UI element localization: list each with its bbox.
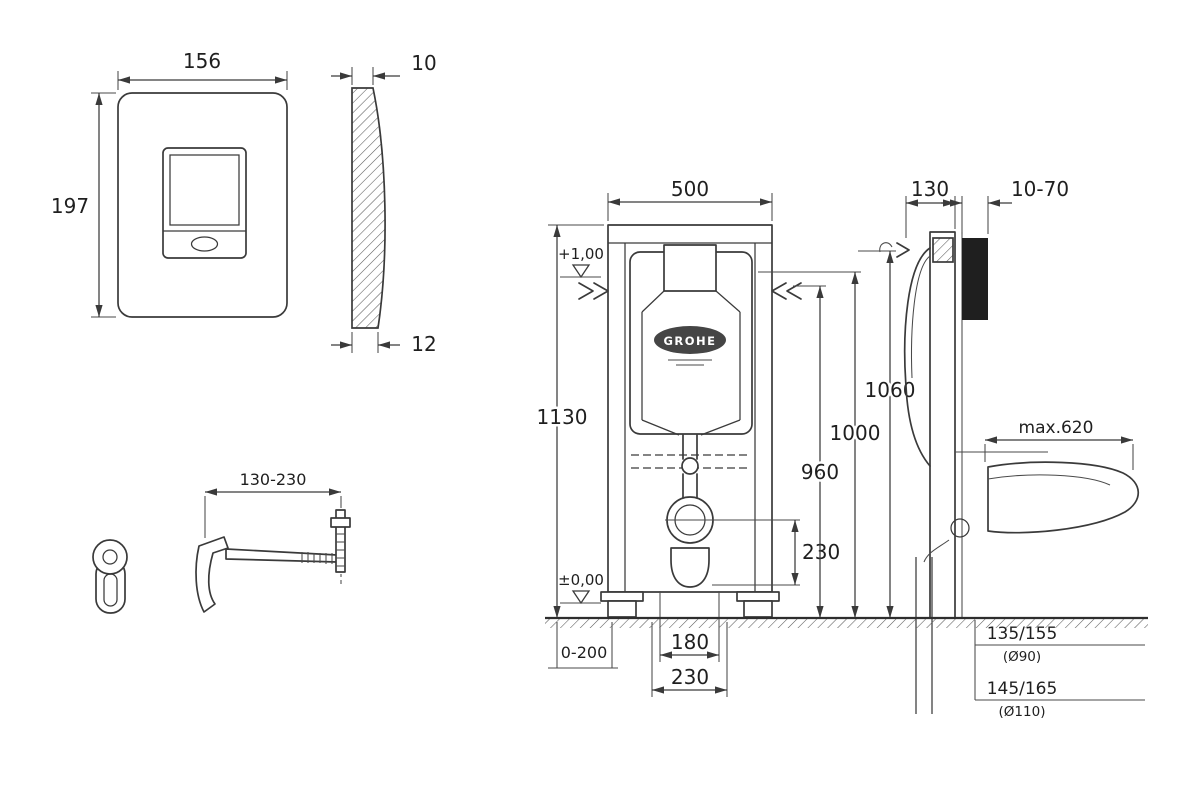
floor-hatching [545, 619, 1148, 628]
frame-right-foot [736, 591, 780, 602]
drain-option-2-diameter: (Ø110) [999, 704, 1046, 720]
bracket-range-label: 130-230 [240, 470, 307, 489]
dim-plate-thickness-top: 10 [331, 49, 439, 85]
frame-front-view: 500 GROHE [534, 175, 918, 697]
plate-width-label: 156 [183, 49, 221, 73]
anchor-hole [102, 549, 118, 565]
drain-230-label: 230 [671, 665, 709, 689]
dim-drain-230: 230 [651, 622, 728, 697]
frame-left-foot [600, 591, 644, 602]
bracket-hook [195, 536, 229, 613]
outlet-height-label: 230 [802, 540, 840, 564]
level-mark-floor: ±0,00 [556, 569, 606, 605]
plate-large-button [169, 154, 240, 226]
plate-small-button [190, 236, 219, 252]
plate-thickness-top-label: 10 [411, 51, 436, 75]
drain-elbow [670, 547, 710, 588]
dim-plate-height: 197 [48, 92, 116, 318]
drain-option-leaders: 135/155 (Ø90) 145/165 (Ø110) [974, 620, 1145, 723]
flush-pipe-lower [682, 473, 698, 499]
water-inlet-arrows-right [771, 282, 802, 300]
wc-bowl-rim [987, 474, 1111, 486]
flush-plate-front-view: 156 197 [48, 47, 288, 318]
anchor-nut [330, 517, 351, 528]
drain-option-1-diameter: (Ø90) [1003, 649, 1041, 665]
cistern-detail-lines [641, 290, 741, 436]
dim-plate-thickness-bottom: 12 [331, 330, 439, 359]
frame-height-label: 1130 [537, 405, 588, 429]
level-top-label: +1,00 [558, 245, 604, 263]
side-cistern-inner [911, 255, 931, 379]
dim-floor-range: 0-200 [548, 622, 618, 669]
wall-range-label: 10-70 [1011, 177, 1069, 201]
grohe-logo-text: GROHE [663, 334, 716, 348]
flush-pipe [682, 434, 698, 460]
level-floor-triangle [571, 590, 591, 605]
dim-wall-range: 10-70 [941, 175, 1072, 234]
drain-180-label: 180 [671, 630, 709, 654]
flush-plate-side-view: 10 12 [331, 49, 439, 359]
dim-frame-width: 500 [607, 175, 773, 221]
frame-outline [607, 224, 773, 593]
pipe-connector [681, 457, 699, 475]
frame-right-base [743, 600, 773, 618]
frame-depth-label: 130 [911, 177, 949, 201]
grohe-logo-badge [654, 326, 726, 354]
plate-thickness-bottom-label: 12 [411, 332, 436, 356]
rod-threads [301, 552, 333, 564]
side-outlet-connector [950, 518, 970, 538]
dim-frame-height: 1130 [534, 224, 604, 618]
max-width-label: max.620 [1019, 418, 1094, 438]
dim-plate-width: 156 [117, 47, 288, 90]
plate-height-label: 197 [51, 194, 89, 218]
side-valve-box [932, 237, 954, 263]
level-floor-label: ±0,00 [558, 571, 604, 589]
logo-underline-marks [668, 359, 712, 366]
side-tap-symbol [879, 242, 893, 253]
flush-opening [663, 244, 717, 292]
frame-width-label: 500 [671, 177, 709, 201]
dim-frame-depth: 130 [905, 175, 956, 238]
height-960-label: 960 [801, 460, 839, 484]
anchor-slot [103, 573, 118, 607]
frame-left-base [607, 600, 637, 618]
height-1060-label: 1060 [865, 378, 916, 402]
side-frame-profile [929, 231, 956, 619]
dim-outlet-height: 230 [712, 519, 843, 586]
dim-bracket-range: 130-230 [204, 468, 342, 584]
plate-button-frame [162, 147, 247, 259]
side-cistern-bulge [903, 247, 931, 467]
bolt-threads [336, 533, 345, 567]
floor [545, 616, 1148, 628]
drain-option-2-label: 145/165 [987, 679, 1058, 699]
floor-range-label: 0-200 [561, 643, 608, 662]
anchor-head [92, 539, 128, 575]
dim-max-width: max.620 [984, 416, 1134, 470]
frame-side-view: 130 10-70 max.620 [879, 175, 1145, 723]
side-inlet-arrow [896, 242, 910, 258]
wc-bowl-outline [987, 461, 1140, 534]
level-top-triangle [571, 264, 591, 279]
side-drain-curve [923, 539, 950, 563]
plate-side-profile [351, 87, 386, 329]
wall-finish-block [962, 238, 988, 320]
wall-bracket-detail: 130-230 [92, 468, 351, 614]
anchor-bolt [335, 509, 346, 573]
height-1000-label: 1000 [830, 421, 881, 445]
water-inlet-arrows-left [578, 282, 609, 300]
level-mark-top: +1,00 [556, 243, 606, 279]
dim-drain-180: 180 [659, 591, 720, 662]
